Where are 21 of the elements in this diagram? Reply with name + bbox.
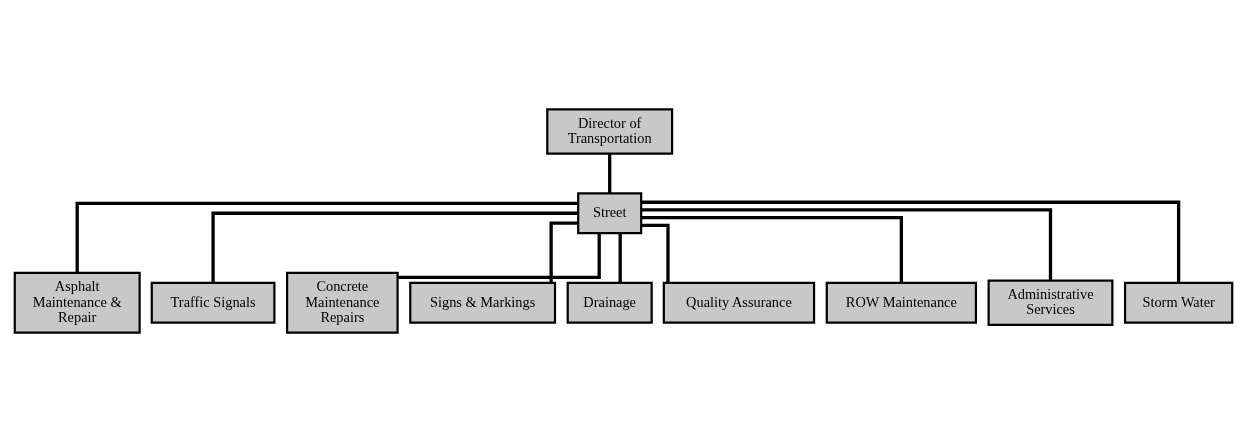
- node-box: ROW Maintenance: [825, 281, 978, 324]
- node-box: Asphalt Maintenance & Repair: [13, 271, 141, 334]
- node-box: Street: [577, 192, 643, 235]
- connector: [641, 223, 670, 283]
- node-box: Administrative Services: [987, 279, 1114, 326]
- connector: [641, 208, 1053, 281]
- node-box: Director of Transportation: [546, 108, 674, 155]
- connector: [75, 201, 578, 273]
- connector: [397, 233, 601, 279]
- connector: [618, 233, 622, 283]
- node-box: Traffic Signals: [150, 281, 276, 324]
- node-box: Quality Assurance: [662, 281, 816, 324]
- connector: [549, 221, 578, 283]
- node-box: Storm Water: [1123, 281, 1234, 324]
- node-box: Drainage: [566, 281, 653, 324]
- connector: [641, 200, 1181, 283]
- node-box: Concrete Maintenance Repairs: [286, 271, 399, 334]
- connector: [608, 153, 612, 194]
- connector: [211, 211, 578, 283]
- node-box: Signs & Markings: [409, 281, 557, 324]
- connector: [641, 216, 903, 283]
